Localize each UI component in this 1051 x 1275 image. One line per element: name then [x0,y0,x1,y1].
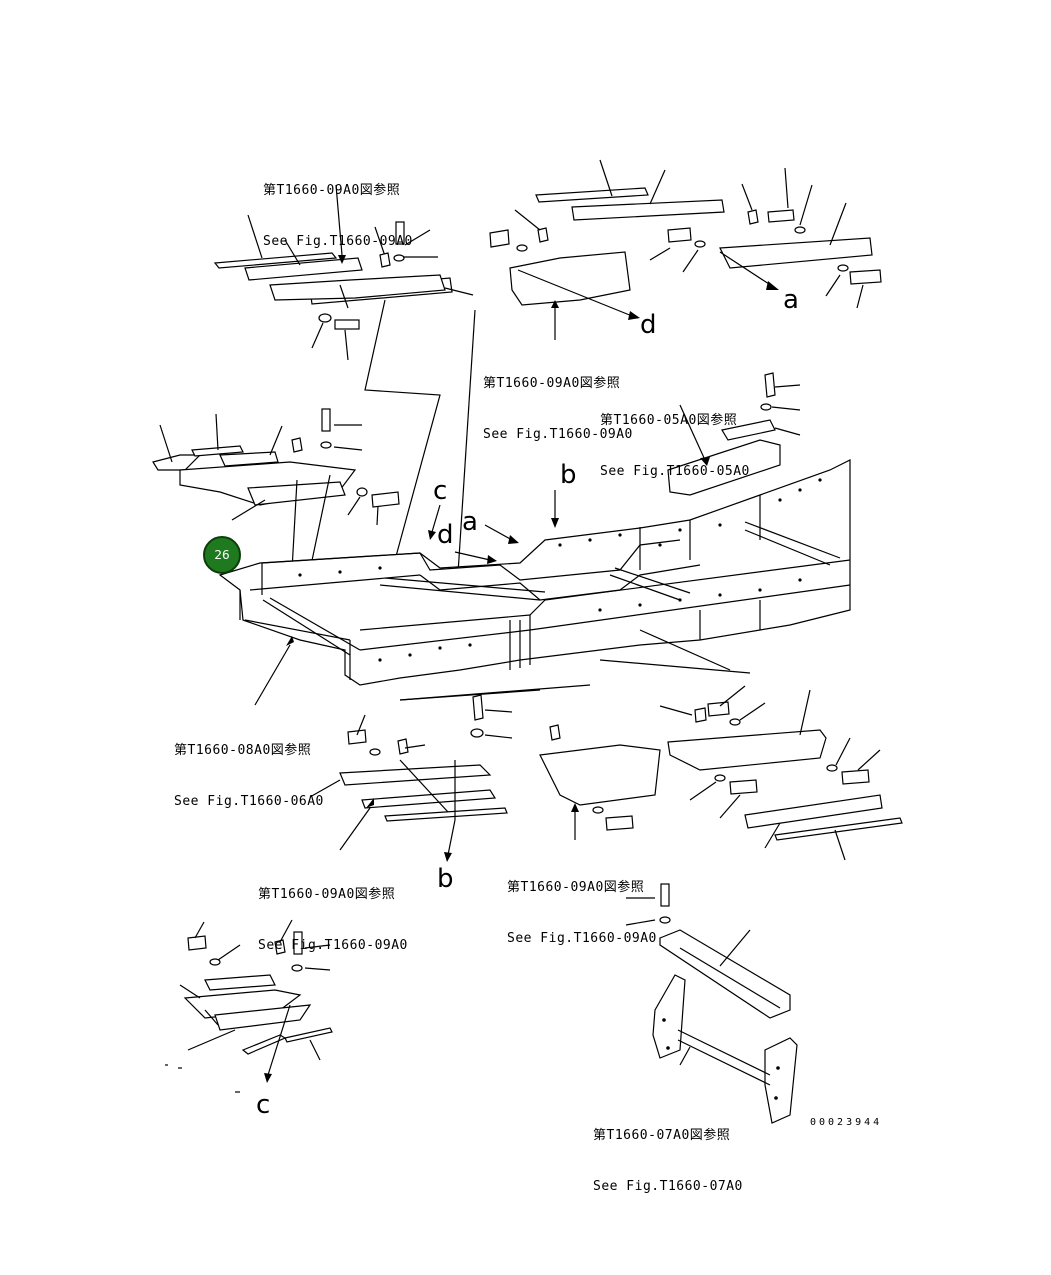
callout-c-main: c [433,476,448,506]
ref-jp: 第T1660-09A0図参照 [483,376,621,391]
callout-b-bottom: b [437,864,454,894]
callout-a-main: a [462,507,478,537]
ref-en: See Fig.T1660-07A0 [593,1179,743,1194]
main-frame [218,372,851,706]
ref-fig-09a0-bottom-left[interactable]: 第T1660-09A0図参照 See Fig.T1660-09A0 [258,852,408,971]
top-left-cover-assembly [213,184,474,361]
ref-jp: 第T1660-05A0図参照 [600,413,738,428]
ref-jp: 第T1660-09A0図参照 [263,183,401,198]
callout-c-bottom: c [256,1090,271,1120]
ref-en: See Fig.T1660-09A0 [507,931,657,946]
ref-jp: 第T1660-08A0図参照 [174,743,312,758]
callout-d-top: d [640,310,657,340]
ref-jp: 第T1660-09A0図参照 [258,887,396,902]
callout-d-main: d [437,520,454,550]
far-bottom-left-cover-assembly [165,919,333,1093]
ref-fig-08a0[interactable]: 第T1660-08A0図参照 See Fig.T1660-06A0 [174,708,324,827]
ref-fig-05a0[interactable]: 第T1660-05A0図参照 See Fig.T1660-05A0 [600,378,750,497]
ref-en: See Fig.T1660-09A0 [258,938,408,953]
ref-fig-07a0[interactable]: 第T1660-07A0図参照 See Fig.T1660-07A0 [593,1093,743,1212]
ref-fig-09a0-bottom-mid[interactable]: 第T1660-09A0図参照 See Fig.T1660-09A0 [507,845,657,964]
ref-en: See Fig.T1660-05A0 [600,464,750,479]
ref-fig-09a0-top[interactable]: 第T1660-09A0図参照 See Fig.T1660-09A0 [263,148,413,267]
bottom-mid-cover-assembly [539,724,661,840]
ref-jp: 第T1660-09A0図参照 [507,880,645,895]
top-right-cover-assembly [489,159,882,340]
left-mid-cover-assembly [152,408,400,526]
bottom-right-cover-assembly [659,685,903,861]
callout-b-main: b [560,460,577,490]
ref-fig-09a0-mid[interactable]: 第T1660-09A0図参照 See Fig.T1660-09A0 [483,341,633,460]
ref-jp: 第T1660-07A0図参照 [593,1128,731,1143]
callout-a-top: a [783,285,799,315]
part-number-badge[interactable]: 26 [203,536,241,574]
document-number: 00023944 [810,1117,883,1128]
bottom-right-stand-assembly [625,883,798,1124]
ref-en: See Fig.T1660-09A0 [483,427,633,442]
bottom-left-cover-assembly [309,694,513,862]
ref-en: See Fig.T1660-06A0 [174,794,324,809]
ref-en: See Fig.T1660-09A0 [263,234,413,249]
leader-07a0 [679,1046,691,1066]
